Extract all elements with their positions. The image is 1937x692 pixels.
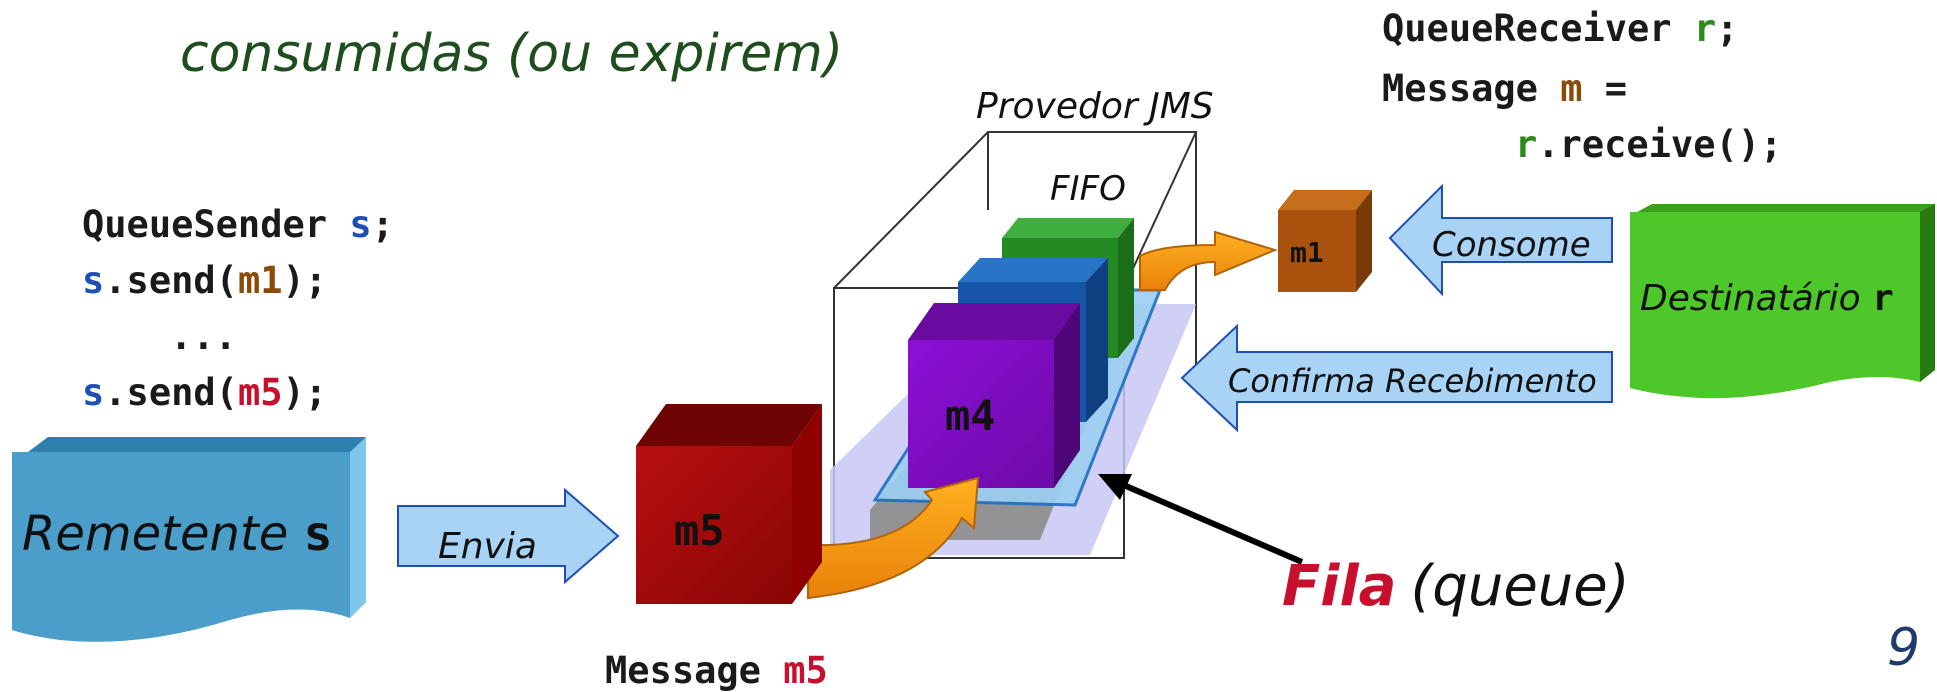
consume-arrow-label: Consome xyxy=(1432,225,1591,265)
queue-label: Fila(queue) xyxy=(1282,554,1630,619)
receiver-label-text: Destinatário xyxy=(1640,278,1872,319)
sender-label-text: Remetente xyxy=(22,506,304,562)
send-arrow-label: Envia xyxy=(438,526,537,567)
code-type: Message xyxy=(1382,67,1561,110)
code-var: m xyxy=(1560,67,1583,110)
consume-arrow xyxy=(1388,183,1613,297)
code-end: ; xyxy=(371,203,394,246)
sender-code-line1: QueueSender s; xyxy=(82,206,394,243)
sender-box xyxy=(12,437,366,642)
queue-label-main: Fila xyxy=(1282,554,1396,619)
receiver-box xyxy=(1630,204,1935,399)
receiver-label-var: r xyxy=(1872,278,1894,319)
message-cube-m1 xyxy=(1278,190,1372,292)
slide-number: 9 xyxy=(1887,618,1921,678)
code-var: s xyxy=(82,259,105,302)
code-mid: .send( xyxy=(104,371,238,414)
receiver-label: Destinatário r xyxy=(1640,278,1894,319)
code-end: .receive(); xyxy=(1537,123,1783,166)
message-label-m5: m5 xyxy=(674,506,725,555)
code-arg: m5 xyxy=(237,371,283,414)
code-var: s xyxy=(82,371,105,414)
dequeue-arrow xyxy=(1139,230,1278,291)
code-var: s xyxy=(349,203,372,246)
sender-code-line2: s.send(m1); xyxy=(82,262,327,299)
provider-label: Provedor JMS xyxy=(976,86,1214,127)
enqueue-arrow xyxy=(807,476,980,600)
sender-label: Remetente s xyxy=(22,506,332,562)
slide-title: consumidas (ou expirem) xyxy=(180,24,844,84)
code-type: QueueReceiver xyxy=(1382,7,1694,50)
queue-label-sub: (queue) xyxy=(1410,554,1629,619)
message-cube-m4 xyxy=(908,303,1080,488)
receiver-code-line3: r.receive(); xyxy=(1515,126,1782,163)
ack-arrow xyxy=(1180,323,1613,433)
code-var: r xyxy=(1515,123,1538,166)
message-label-m1: m1 xyxy=(1290,236,1324,269)
fifo-label: FIFO xyxy=(1050,169,1126,209)
code-type: QueueSender xyxy=(82,203,350,246)
receiver-code-line2: Message m = xyxy=(1382,70,1627,107)
code-arg: m1 xyxy=(237,259,283,302)
send-arrow xyxy=(397,487,620,585)
code-end: ; xyxy=(1716,7,1739,50)
message-label-m4: m4 xyxy=(945,391,996,440)
ack-arrow-label: Confirma Recebimento xyxy=(1228,362,1597,400)
code-mid: .send( xyxy=(104,259,238,302)
receiver-code-line1: QueueReceiver r; xyxy=(1382,10,1738,47)
message-cube-m5 xyxy=(636,404,822,604)
sender-code-line4: s.send(m5); xyxy=(82,374,327,411)
code-end: ); xyxy=(282,259,328,302)
sender-label-var: s xyxy=(304,506,333,562)
queue-pointer-line xyxy=(1110,477,1304,565)
sender-code-line3: ... xyxy=(170,315,237,358)
code-end: = xyxy=(1582,67,1628,110)
code-var: r xyxy=(1693,7,1717,50)
code-end: ); xyxy=(282,371,328,414)
queue-pointer-head xyxy=(1098,474,1132,500)
